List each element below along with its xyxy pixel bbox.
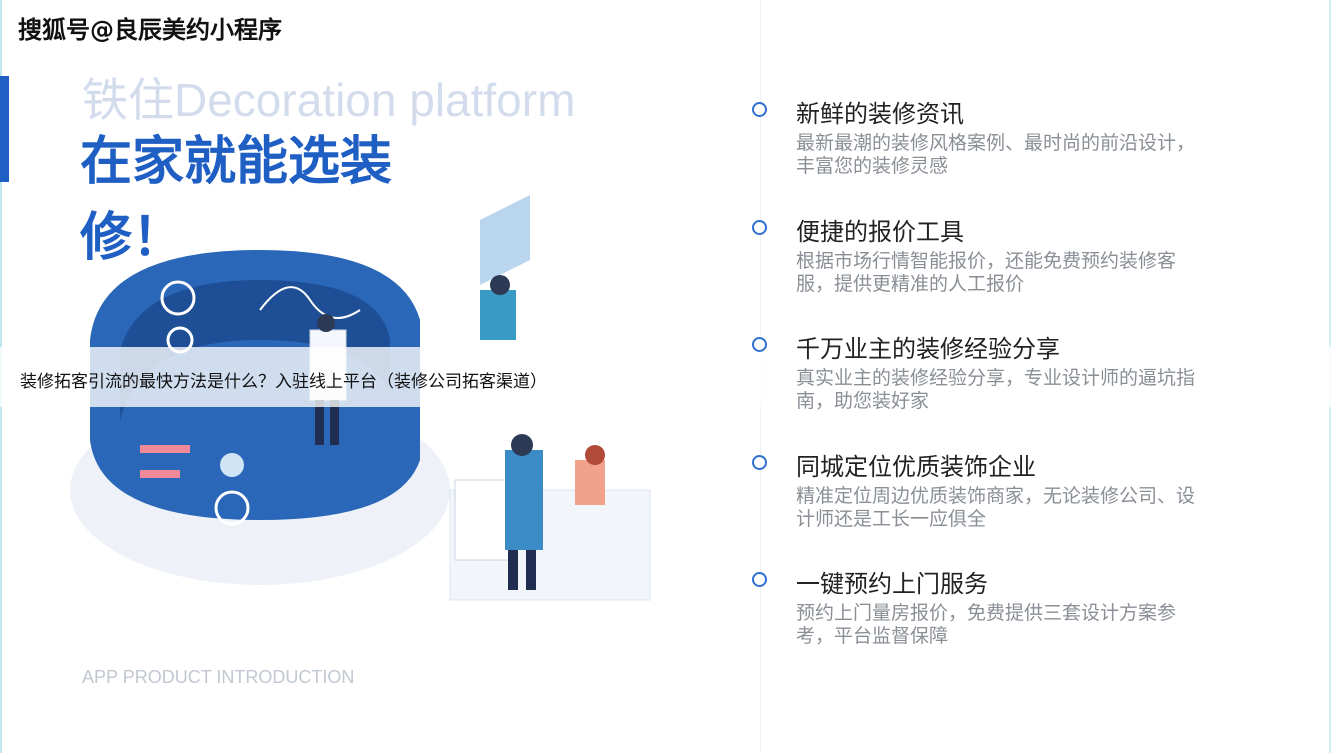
feature-item: 一键预约上门服务 预约上门量房报价，免费提供三套设计方案参考，平台监督保障 [752, 564, 1212, 654]
hero-headline: 在家就能选装修！ [80, 132, 393, 268]
feature-title: 便捷的报价工具 [796, 218, 964, 246]
feature-title: 同城定位优质装饰企业 [796, 453, 1036, 481]
feature-desc: 真实业主的装修经验分享，专业设计师的逼坑指南，助您装好家 [796, 367, 1196, 412]
person-sitting [575, 460, 605, 505]
feature-item: 便捷的报价工具 根据市场行情智能报价，还能免费预约装修客服，提供更精准的人工报价 [752, 212, 1212, 302]
image-caption: 装修拓客引流的最快方法是什么？入驻线上平台（装修公司拓客渠道） [20, 372, 547, 392]
feature-item: 千万业主的装修经验分享 真实业主的装修经验分享，专业设计师的逼坑指南，助您装好家 [752, 329, 1212, 419]
feature-desc: 最新最潮的装修风格案例、最时尚的前沿设计，丰富您的装修灵感 [796, 132, 1196, 177]
person-laptop [480, 290, 516, 340]
feature-desc: 预约上门量房报价，免费提供三套设计方案参考，平台监督保障 [796, 602, 1177, 647]
feature-title: 千万业主的装修经验分享 [796, 335, 1060, 363]
footer-tagline: APP PRODUCT INTRODUCTION [82, 667, 355, 687]
feature-title: 一键预约上门服务 [796, 570, 988, 598]
watermark: 搜狐号@良辰美约小程序 [18, 16, 282, 44]
caption-banner [0, 347, 1339, 407]
person-standing [505, 450, 543, 550]
feature-desc: 精准定位周边优质装饰商家，无论装修公司、设计师还是工长一应俱全 [796, 485, 1196, 530]
feature-item: 同城定位优质装饰企业 精准定位周边优质装饰商家，无论装修公司、设计师还是工长一应… [752, 447, 1212, 537]
chat-card [480, 195, 530, 285]
circle-bullet-icon [752, 220, 767, 235]
accent-bar [0, 76, 9, 182]
circle-bullet-icon [752, 102, 767, 117]
illustration-image [70, 195, 651, 601]
hero-subtitle: 铁住Decoration platform [82, 74, 576, 126]
feature-item: 新鲜的装修资讯 最新最潮的装修风格案例、最时尚的前沿设计，丰富您的装修灵感 [752, 94, 1212, 184]
feature-title: 新鲜的装修资讯 [796, 100, 964, 128]
circle-bullet-icon [752, 455, 767, 470]
circle-bullet-icon [752, 572, 767, 587]
circle-bullet-icon [752, 337, 767, 352]
feature-desc: 根据市场行情智能报价，还能免费预约装修客服，提供更精准的人工报价 [796, 250, 1177, 295]
